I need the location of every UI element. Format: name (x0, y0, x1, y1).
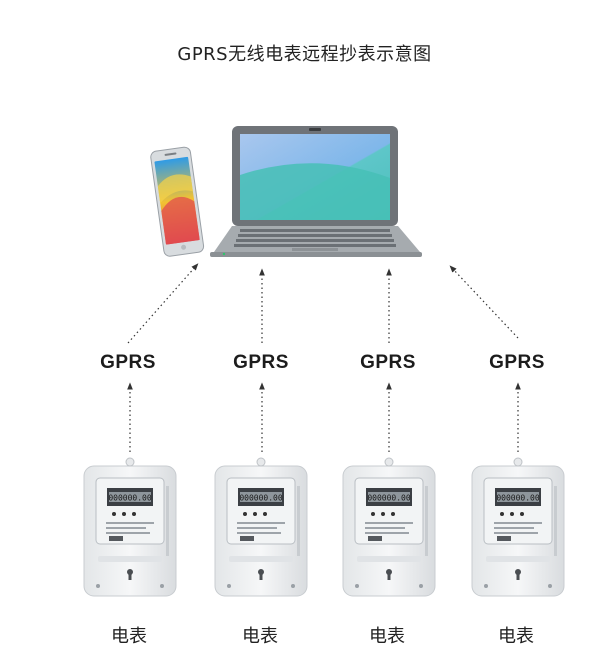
meter-label-1: 电表 (111, 626, 147, 647)
meter-label-4: 电表 (498, 626, 534, 647)
electric-meter-icon (471, 457, 565, 597)
diagram-title: GPRS无线电表远程抄表示意图 (177, 44, 432, 65)
gprs-label-1: GPRS (100, 352, 156, 373)
meter-label-2: 电表 (242, 626, 278, 647)
meter-uplink-arrows (127, 382, 521, 452)
electric-meter-icon (214, 457, 308, 597)
smartphone-icon (150, 146, 205, 257)
gprs-label-4: GPRS (489, 352, 545, 373)
electric-meter-icon (83, 457, 177, 597)
laptop-icon (210, 126, 422, 257)
gprs-label-3: GPRS (360, 352, 416, 373)
electric-meter-icon (342, 457, 436, 597)
gprs-uplink-arrows (127, 263, 519, 344)
meter-label-3: 电表 (369, 626, 405, 647)
gprs-label-2: GPRS (233, 352, 289, 373)
